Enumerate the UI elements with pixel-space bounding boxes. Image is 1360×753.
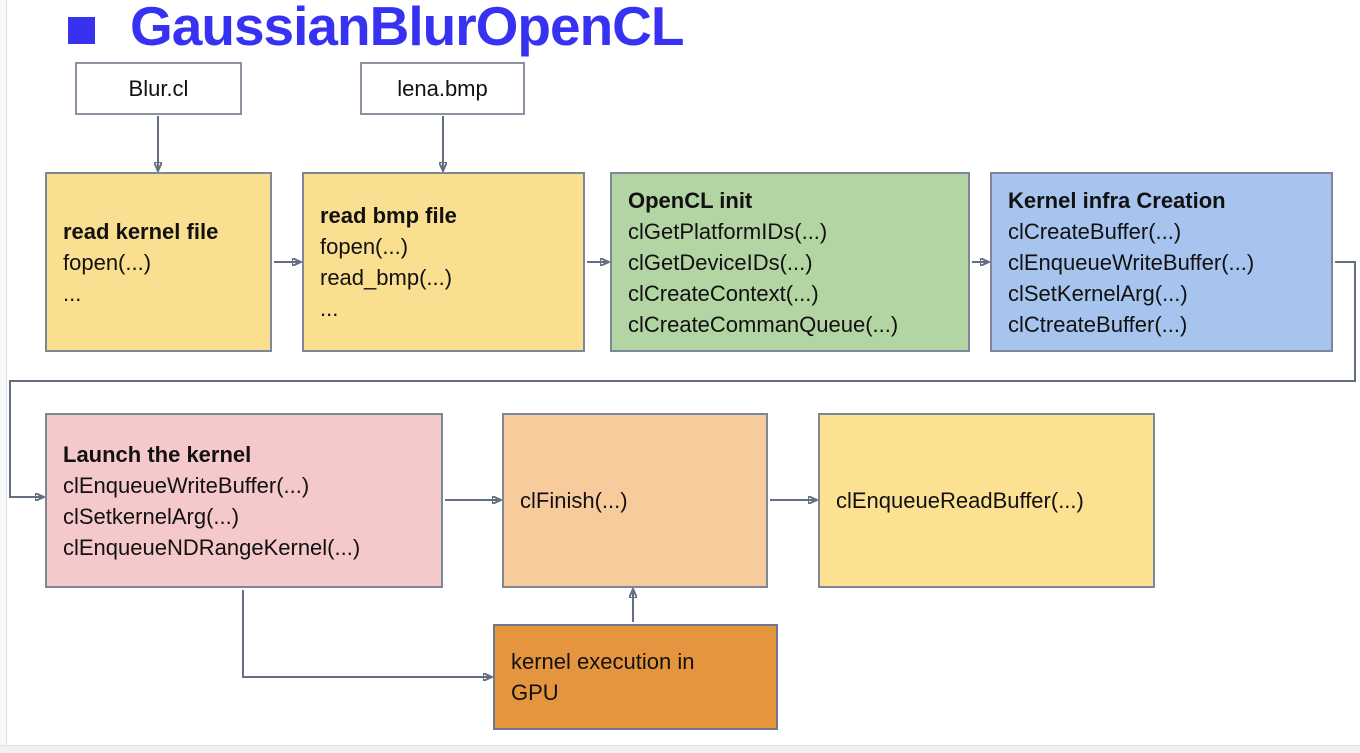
box-opencl-init: OpenCL init clGetPlatformIDs(...) clGetD… [610,172,970,352]
box-title: read kernel file [63,218,219,244]
box-line: clEnqueueWriteBuffer(...) [1008,249,1255,275]
box-line: GPU [511,680,559,705]
box-kernel-infra-creation: Kernel infra Creation clCreateBuffer(...… [990,172,1333,352]
box-line: ... [320,296,339,321]
box-line: kernel execution in [511,649,695,674]
box-line: fopen(...) [63,249,152,275]
box-cl-finish: clFinish(...) [502,413,768,588]
box-title: OpenCL init [628,187,753,213]
box-line: clSetkernelArg(...) [63,503,240,529]
box-kernel-execution-gpu: kernel execution in GPU [493,624,778,730]
box-line: clGetPlatformIDs(...) [628,218,828,244]
box-title: Launch the kernel [63,441,252,467]
page-edge-left [0,0,7,753]
box-read-bmp-file: read bmp file fopen(...) read_bmp(...) .… [302,172,585,352]
box-line: clEnqueueWriteBuffer(...) [63,472,310,498]
box-line: clCreateBuffer(...) [1008,218,1182,244]
box-launch-the-kernel: Launch the kernel clEnqueueWriteBuffer(.… [45,413,443,588]
box-label: lena.bmp [397,76,488,101]
box-title: read bmp file [320,203,457,228]
box-line: clGetDeviceIDs(...) [628,249,813,275]
box-read-kernel-file: read kernel file fopen(...) ... [45,172,272,352]
box-line: read_bmp(...) [320,265,453,290]
box-label: Blur.cl [128,76,189,101]
box-enqueue-read-buffer: clEnqueueReadBuffer(...) [818,413,1155,588]
box-line: clCtreateBuffer(...) [1008,311,1188,337]
page-title: GaussianBlurOpenCL [130,0,684,57]
box-label: clFinish(...) [520,488,628,513]
box-title: Kernel infra Creation [1008,187,1226,213]
box-line: clEnqueueNDRangeKernel(...) [63,534,361,560]
box-line: clCreateContext(...) [628,280,819,306]
box-label: clEnqueueReadBuffer(...) [836,488,1084,513]
box-line: clSetKernelArg(...) [1008,280,1188,306]
box-line: fopen(...) [320,234,409,259]
arrow-launchkernel-to-gpuexec [242,590,491,677]
box-line: clCreateCommanQueue(...) [628,311,899,337]
box-line: ... [63,280,82,306]
page-edge-bottom [0,745,1360,753]
square-bullet-icon [68,17,95,44]
box-blur-cl-file: Blur.cl [75,62,242,115]
box-lena-bmp-file: lena.bmp [360,62,525,115]
